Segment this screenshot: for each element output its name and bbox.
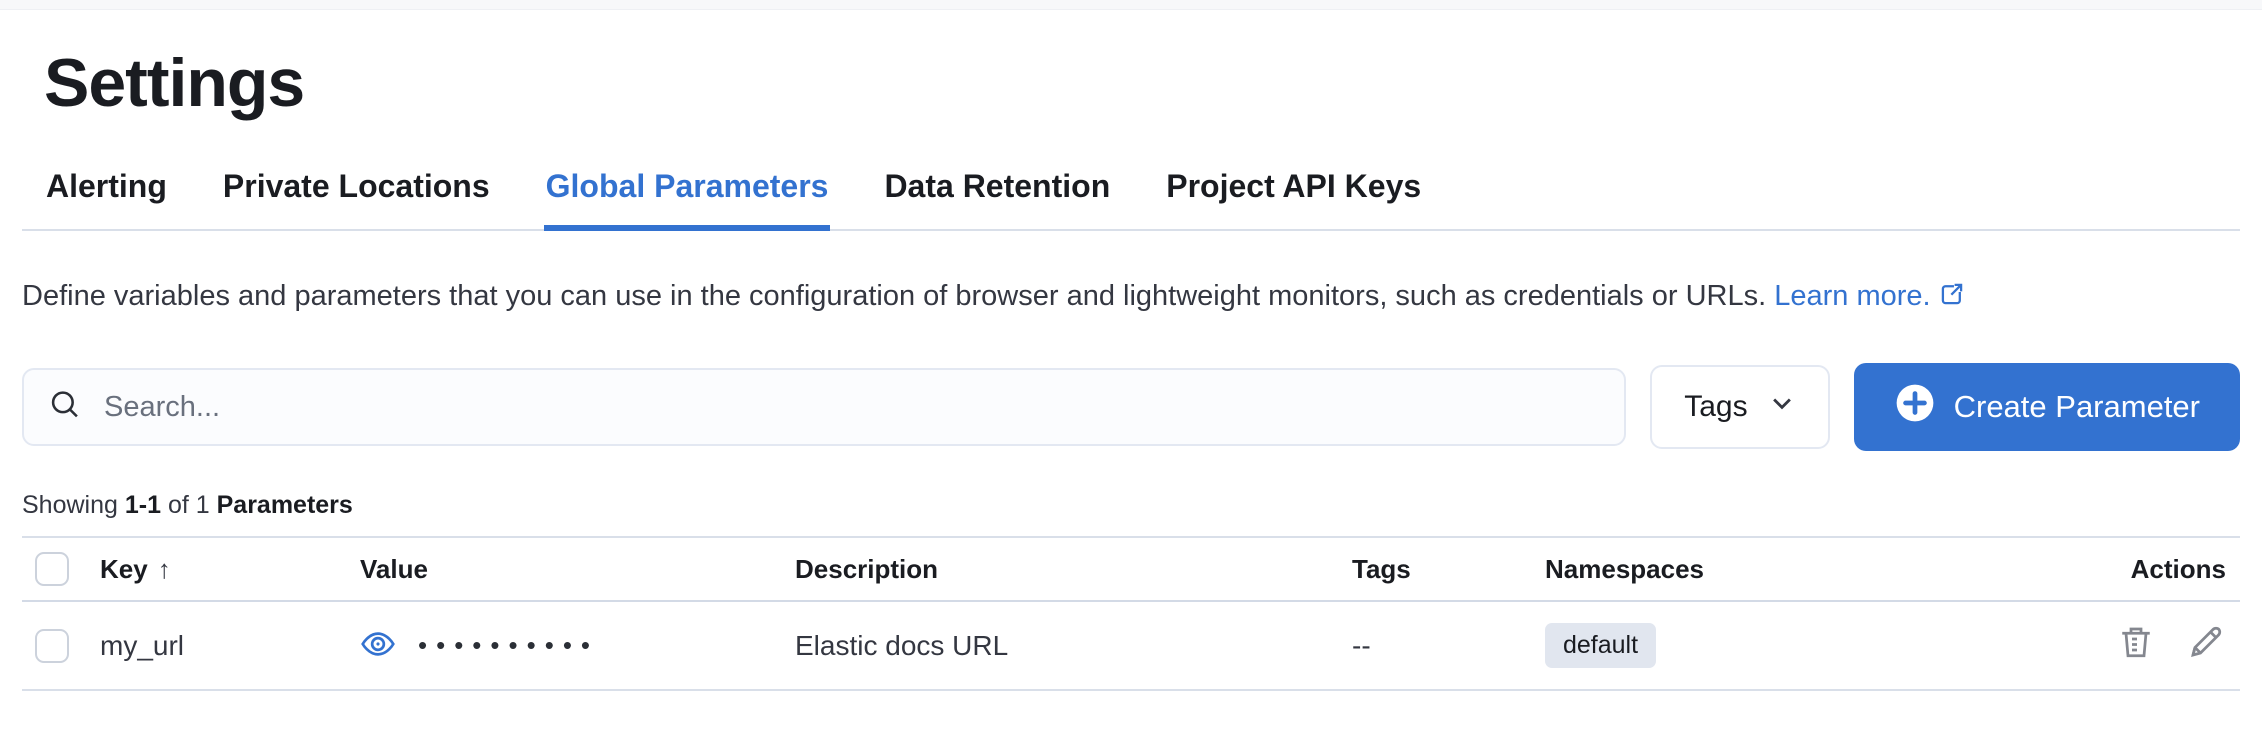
description-text: Define variables and parameters that you…: [22, 280, 1767, 312]
search-field: [22, 368, 1627, 446]
tags-filter-label: Tags: [1684, 390, 1748, 423]
summary-prefix: Showing: [22, 491, 118, 519]
eye-icon: [360, 626, 396, 665]
settings-tabs: Alerting Private Locations Global Parame…: [22, 156, 2240, 231]
tab-global-parameters[interactable]: Global Parameters: [543, 156, 831, 231]
settings-page: Settings Alerting Private Locations Glob…: [0, 44, 2262, 691]
reveal-value-button[interactable]: [360, 626, 396, 665]
masked-value: ••••••••••: [418, 630, 600, 660]
edit-parameter-button[interactable]: [2186, 622, 2226, 665]
select-all-checkbox[interactable]: [35, 552, 69, 586]
summary-noun: Parameters: [216, 491, 353, 519]
trash-icon: [2116, 622, 2156, 665]
page-description: Define variables and parameters that you…: [22, 271, 2212, 323]
results-summary: Showing 1-1 of 1 Parameters: [22, 491, 2240, 520]
tab-project-api-keys[interactable]: Project API Keys: [1166, 168, 1422, 204]
plus-in-circle-icon: [1894, 382, 1936, 432]
top-strip: [0, 0, 2262, 10]
summary-of: of 1: [167, 491, 210, 519]
chevron-down-icon: [1768, 389, 1796, 425]
param-value-cell: ••••••••••: [360, 626, 795, 665]
learn-more-label: Learn more.: [1774, 280, 1931, 312]
pencil-icon: [2186, 622, 2226, 665]
column-header-value: Value: [360, 553, 428, 584]
row-actions: [2116, 622, 2226, 665]
param-tags-cell: --: [1352, 629, 1371, 661]
delete-parameter-button[interactable]: [2116, 622, 2156, 665]
search-icon: [48, 388, 82, 427]
key-header-label: Key: [100, 553, 148, 584]
column-header-tags: Tags: [1352, 553, 1411, 584]
table-header-row: Key ↑ Value Description Tags Namespaces A…: [22, 537, 2240, 601]
row-checkbox[interactable]: [35, 628, 69, 663]
page-title: Settings: [44, 45, 305, 121]
param-key-cell: my_url: [100, 629, 185, 661]
tab-alerting[interactable]: Alerting: [46, 168, 167, 204]
table-row: my_url •••••••••• Elastic docs URL -- de…: [22, 601, 2240, 690]
create-parameter-label: Create Parameter: [1953, 389, 2200, 424]
tab-data-retention[interactable]: Data Retention: [884, 168, 1111, 204]
tags-filter-button[interactable]: Tags: [1650, 365, 1830, 449]
parameters-toolbar: Tags Create Parameter: [22, 363, 2240, 451]
summary-range: 1-1: [124, 491, 161, 519]
parameters-table: Key ↑ Value Description Tags Namespaces A…: [22, 536, 2240, 691]
tab-private-locations[interactable]: Private Locations: [222, 168, 490, 204]
column-header-description: Description: [795, 553, 939, 584]
column-header-namespaces: Namespaces: [1545, 553, 1704, 584]
search-input[interactable]: [22, 368, 1627, 446]
column-header-actions: Actions: [2130, 553, 2226, 584]
create-parameter-button[interactable]: Create Parameter: [1853, 363, 2240, 451]
param-description-cell: Elastic docs URL: [795, 629, 1009, 661]
namespace-badge: default: [1545, 623, 1657, 668]
learn-more-link[interactable]: Learn more.: [1774, 280, 1964, 312]
sort-ascending-icon: ↑: [157, 553, 171, 584]
external-link-icon: [1939, 273, 1965, 323]
column-header-key[interactable]: Key ↑: [100, 537, 360, 601]
